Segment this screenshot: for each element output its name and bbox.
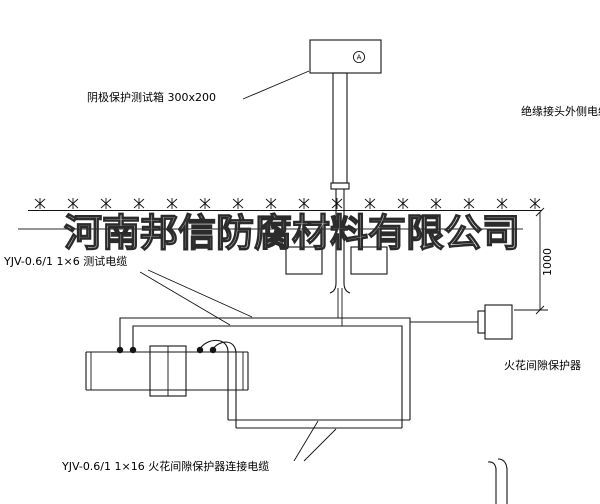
test-box-label: 阴极保护测试箱 300x200 xyxy=(87,90,216,104)
weld-point xyxy=(116,346,124,354)
protector-cable-runs xyxy=(199,339,410,429)
pipeline xyxy=(85,345,249,397)
dimension-text: 1000 xyxy=(541,248,554,276)
spark-gap-protector xyxy=(410,304,513,340)
weld-point xyxy=(129,346,137,354)
conduit-bell-right xyxy=(343,282,351,294)
protector-cable-label: YJV-0.6/1 1×16 火花间隙保护器连接电缆 xyxy=(61,459,269,473)
test-cable-label: YJV-0.6/1 1×6 测试电缆 xyxy=(3,255,127,268)
dimension-1000: 1000 xyxy=(514,207,554,315)
cathodic-test-box: A xyxy=(309,39,382,74)
test-box-leader-line xyxy=(242,70,310,100)
conduit-bell-left xyxy=(329,282,337,294)
outer-cable-label: 绝缘接头外侧电缆 xyxy=(521,104,600,118)
spark-gap-label: 火花间隙保护器 xyxy=(504,358,581,372)
meter-symbol: A xyxy=(352,50,366,64)
protector-cable-leader-line xyxy=(303,428,337,462)
watermark: 河南邦信防腐材料有限公司 xyxy=(18,210,523,256)
conduit-coupling xyxy=(330,182,350,190)
concrete-block-right xyxy=(350,246,388,275)
test-cable-runs xyxy=(119,317,411,428)
pipe-stub-symbol xyxy=(487,458,508,504)
protector-cable-leader-line xyxy=(293,420,319,462)
weld-point xyxy=(196,346,204,354)
watermark-text: 河南邦信防腐材料有限公司 xyxy=(64,211,520,255)
ground-hatch xyxy=(34,197,541,210)
insulating-joint xyxy=(149,345,187,397)
test-cable-leader-line xyxy=(139,271,231,326)
meter-letter: A xyxy=(357,54,362,62)
weld-point xyxy=(209,346,217,354)
test-cable-leader-line xyxy=(147,269,253,318)
concrete-block-left xyxy=(285,246,323,275)
